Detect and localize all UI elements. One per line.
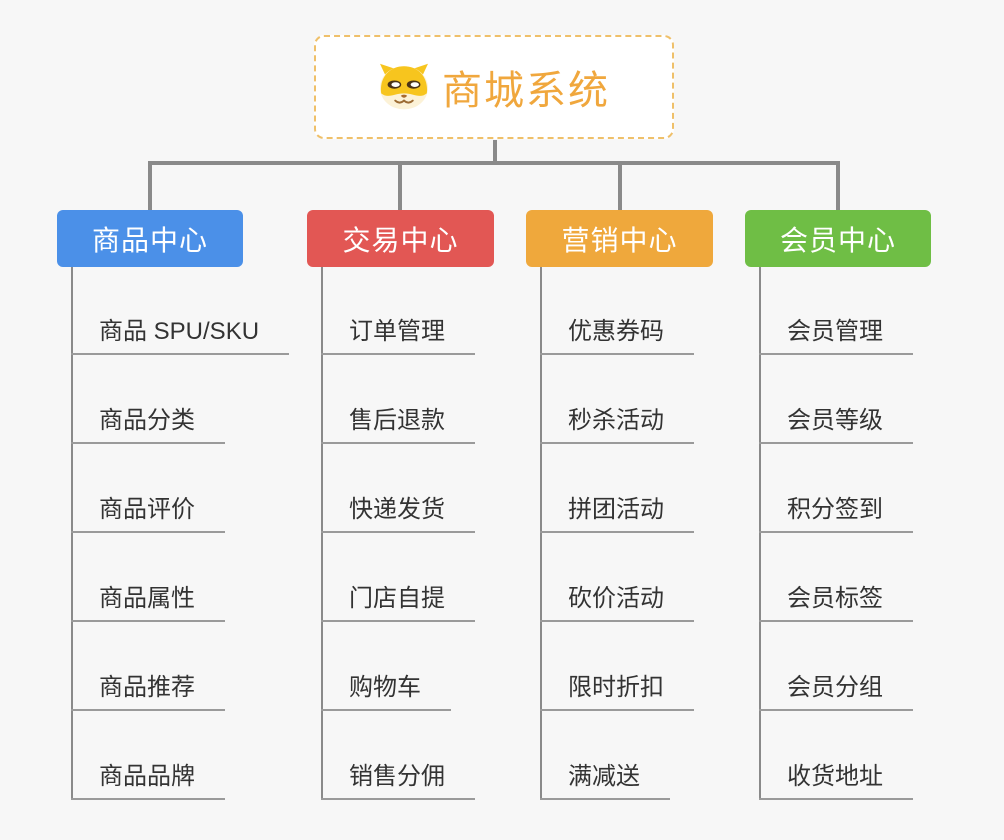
root-title: 商城系统 — [442, 69, 610, 113]
child-node[interactable]: 门店自提 — [321, 582, 475, 622]
branch-header-trade-center[interactable]: 交易中心 — [307, 210, 494, 267]
connector-trunk-branch-1 — [71, 267, 73, 800]
connector-trunk-branch-4 — [759, 267, 761, 800]
connector-trunk-branch-2 — [321, 267, 323, 800]
child-node[interactable]: 会员分组 — [759, 671, 913, 711]
child-node[interactable]: 订单管理 — [321, 315, 475, 355]
child-node[interactable]: 会员标签 — [759, 582, 913, 622]
connector-drop-1 — [148, 161, 152, 210]
branch-header-marketing-center[interactable]: 营销中心 — [526, 210, 713, 267]
child-node[interactable]: 商品 SPU/SKU — [71, 315, 290, 355]
connector-drop-4 — [836, 161, 840, 210]
child-node[interactable]: 商品分类 — [71, 404, 225, 444]
child-node[interactable]: 收货地址 — [759, 760, 913, 800]
connector-trunk-branch-3 — [540, 267, 542, 800]
child-node[interactable]: 售后退款 — [321, 404, 475, 444]
child-node[interactable]: 拼团活动 — [540, 493, 694, 533]
child-node[interactable]: 商品品牌 — [71, 760, 225, 800]
child-node[interactable]: 会员管理 — [759, 315, 913, 355]
child-node[interactable]: 积分签到 — [759, 493, 913, 533]
root-node[interactable]: 商城系统 — [314, 35, 674, 139]
connector-drop-2 — [398, 161, 402, 210]
child-node[interactable]: 秒杀活动 — [540, 404, 694, 444]
child-node[interactable]: 限时折扣 — [540, 671, 694, 711]
child-node[interactable]: 销售分佣 — [321, 760, 475, 800]
connector-drop-3 — [618, 161, 622, 210]
child-node[interactable]: 优惠券码 — [540, 315, 694, 355]
connector-bus — [148, 161, 840, 165]
child-node[interactable]: 商品评价 — [71, 493, 225, 533]
child-node[interactable]: 会员等级 — [759, 404, 913, 444]
child-node[interactable]: 购物车 — [321, 671, 451, 711]
branch-header-member-center[interactable]: 会员中心 — [745, 210, 931, 267]
branch-header-product-center[interactable]: 商品中心 — [57, 210, 243, 267]
child-node[interactable]: 快递发货 — [321, 493, 475, 533]
connector-root-trunk — [493, 140, 497, 163]
child-node[interactable]: 商品推荐 — [71, 671, 225, 711]
child-node[interactable]: 满减送 — [540, 760, 670, 800]
child-node[interactable]: 商品属性 — [71, 582, 225, 622]
dog-face-icon — [378, 63, 430, 111]
child-node[interactable]: 砍价活动 — [540, 582, 694, 622]
